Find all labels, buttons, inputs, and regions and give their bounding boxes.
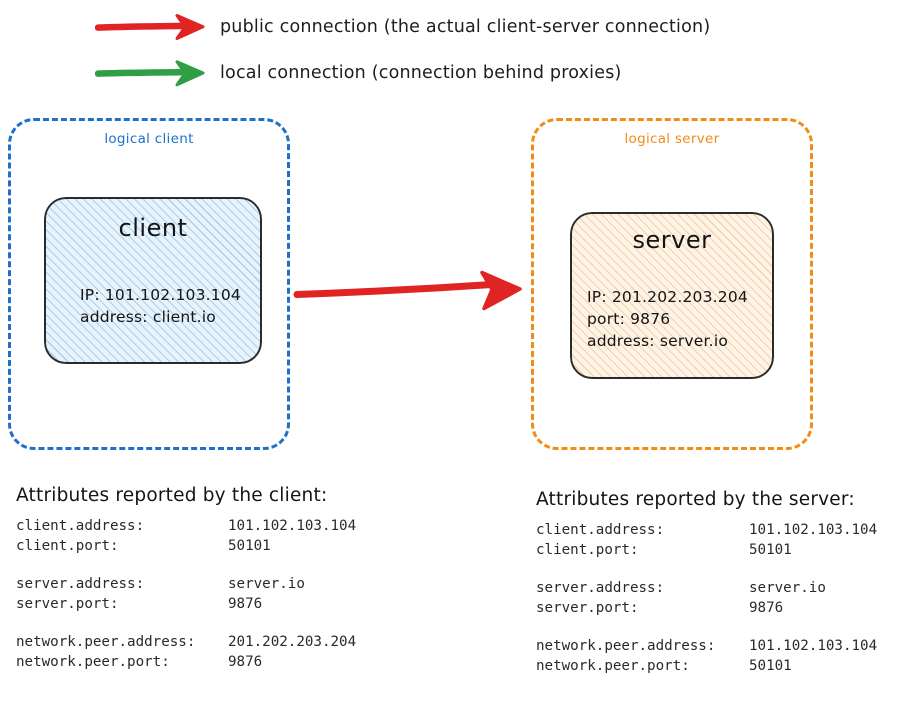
attr-key: network.peer.port: <box>536 657 690 674</box>
attr-value: server.io <box>228 576 305 592</box>
table-row: network.peer.port: 50101 <box>536 657 877 677</box>
attr-key: network.peer.address: <box>536 638 716 654</box>
attr-value: 50101 <box>749 657 792 674</box>
server-node-address: address: server.io <box>587 332 729 350</box>
logical-client-container: logical client <box>8 118 290 450</box>
table-row: server.port: 9876 <box>16 595 356 615</box>
legend-label-local-connection: local connection (connection behind prox… <box>220 63 622 83</box>
attr-key: client.port: <box>536 541 639 558</box>
client-node-title: client <box>118 214 188 242</box>
attributes-server-table: client.address: 101.102.103.104 client.p… <box>536 521 877 676</box>
client-node-details: IP: 101.102.103.104 address: client.io <box>80 284 241 328</box>
attr-key: network.peer.port: <box>16 653 170 670</box>
attributes-client-table: client.address: 101.102.103.104 client.p… <box>16 517 356 672</box>
table-row: client.port: 50101 <box>536 541 877 561</box>
table-row-spacer <box>536 618 877 637</box>
attr-key: server.address: <box>536 580 665 596</box>
attr-key: server.port: <box>536 599 639 616</box>
attributes-client-heading: Attributes reported by the client: <box>16 485 328 506</box>
red-right-arrow-icon <box>94 12 207 42</box>
logical-server-label: logical server <box>624 131 720 147</box>
table-row: server.address: server.io <box>16 575 356 595</box>
legend-label-public-connection: public connection (the actual client-ser… <box>220 17 711 37</box>
attr-key: server.address: <box>16 576 145 592</box>
table-row: network.peer.address: 201.202.203.204 <box>16 633 356 653</box>
client-node: client IP: 101.102.103.104 address: clie… <box>44 197 262 364</box>
table-row-spacer <box>16 556 356 575</box>
table-row: server.port: 9876 <box>536 599 877 619</box>
green-right-arrow-icon <box>94 58 207 88</box>
table-row: client.address: 101.102.103.104 <box>536 521 877 541</box>
attributes-reported-by-client: Attributes reported by the client: clien… <box>16 484 446 672</box>
client-node-address: address: client.io <box>80 308 216 326</box>
attr-value: 9876 <box>749 599 784 616</box>
server-node: server IP: 201.202.203.204 port: 9876 ad… <box>570 212 774 379</box>
client-node-hatch-fill <box>44 197 262 364</box>
server-node-details: IP: 201.202.203.204 port: 9876 address: … <box>587 286 748 352</box>
attr-value: 101.102.103.104 <box>749 638 878 654</box>
client-node-ip: IP: 101.102.103.104 <box>80 286 241 304</box>
table-row: client.port: 50101 <box>16 537 356 557</box>
legend: public connection (the actual client-ser… <box>0 0 900 100</box>
public-connection-arrow <box>292 268 532 314</box>
attr-key: client.address: <box>16 518 145 534</box>
attr-value: 201.202.203.204 <box>228 634 357 650</box>
server-node-port: port: 9876 <box>587 310 671 328</box>
table-row: network.peer.port: 9876 <box>16 653 356 673</box>
logical-client-label: logical client <box>104 131 194 147</box>
attr-value: 9876 <box>228 595 263 612</box>
attr-value: 50101 <box>228 537 271 554</box>
logical-server-container: logical server <box>531 118 813 450</box>
attr-key: network.peer.address: <box>16 634 196 650</box>
attributes-server-heading: Attributes reported by the server: <box>536 489 855 510</box>
attr-key: server.port: <box>16 595 119 612</box>
server-node-title: server <box>632 226 712 254</box>
table-row: server.address: server.io <box>536 579 877 599</box>
server-node-ip: IP: 201.202.203.204 <box>587 288 748 306</box>
attr-key: client.address: <box>536 522 665 538</box>
attr-value: 101.102.103.104 <box>749 522 878 538</box>
attr-value: 9876 <box>228 653 263 670</box>
attr-value: 101.102.103.104 <box>228 518 357 534</box>
table-row: network.peer.address: 101.102.103.104 <box>536 637 877 657</box>
attr-value: 50101 <box>749 541 792 558</box>
table-row: client.address: 101.102.103.104 <box>16 517 356 537</box>
attr-value: server.io <box>749 580 826 596</box>
attributes-reported-by-server: Attributes reported by the server: clien… <box>536 488 900 676</box>
table-row-spacer <box>536 560 877 579</box>
attr-key: client.port: <box>16 537 119 554</box>
server-node-hatch-fill <box>570 212 774 379</box>
table-row-spacer <box>16 614 356 633</box>
